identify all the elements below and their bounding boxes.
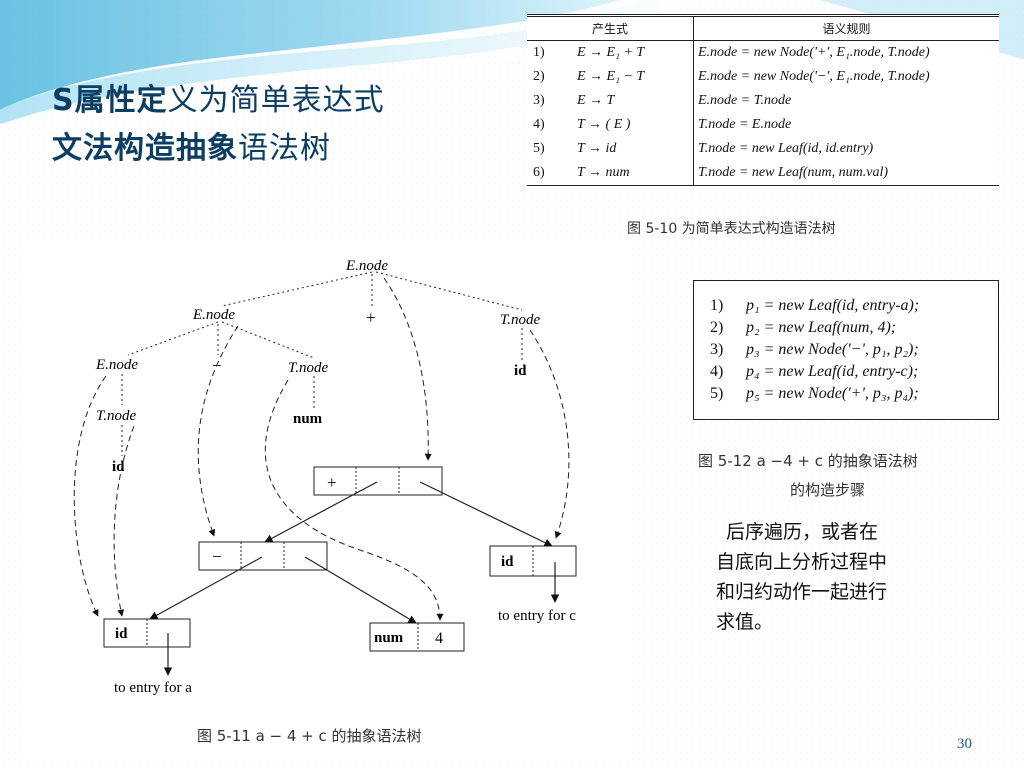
parse-node-e-ll: E.node [95,357,138,373]
rule-semantic: E.node = T.node [698,93,792,108]
rule-production: E → E₁ − T [573,65,694,89]
note-line: 后序遍历，或者在 [726,521,879,543]
table-row: 2) E → E₁ − T E.node = new Node('−', E₁.no… [527,65,999,89]
slide-title-line2: 文法构造抽象语法树 [52,130,331,168]
rule-number: 6) [533,165,545,180]
rule-semantic: E.node = new Node('+', E₁.node, T.node) [698,45,930,60]
semantic-rules-table: 产生式 语义规则 1) E → E₁ + T E.node = new Node('… [527,14,999,186]
figure-caption-5-12: 图 5-12 a −4 + c 的抽象语法树 [698,452,918,470]
figure-caption-5-12-cont: 的构造步骤 [790,481,866,499]
figure-caption-5-10: 图 5-10 为简单表达式构造语法树 [627,221,836,237]
step-code: p₅ = new Node('+', p₃, p₄); [746,385,919,402]
entry-a-label: to entry for a [114,680,192,696]
step-number: 5) [710,385,724,402]
construction-step: 5) p₅ = new Node('+', p₃, p₄); [710,383,998,405]
rule-production: E → T [573,89,694,113]
ast-id-c-label: id [501,554,514,570]
rule-production: T → id [573,137,694,161]
rule-semantic: T.node = new Leaf(id, id.entry) [698,141,874,156]
parse-node-t-mid: T.node [288,360,328,376]
ast-edges [149,481,560,676]
construction-step: 2) p₂ = new Leaf(num, 4); [710,317,998,339]
title-rest-part: 义为简单表达式 [167,83,385,118]
construction-step: 4) p₄ = new Leaf(id, entry-c); [710,361,998,383]
table-header-row: 产生式 语义规则 [527,15,999,41]
parse-node-e-root: E.node [345,258,388,274]
note-line: 和归约动作一起进行 [716,581,888,603]
title-bold-part: S属性定 [52,83,168,118]
parse-node-e-left: E.node [192,307,235,323]
rule-production: T → ( E ) [573,113,694,137]
construction-step: 3) p₃ = new Node('−', p₁, p₂); [710,339,998,361]
parse-tree-edges [121,271,523,456]
step-code: p₁ = new Leaf(id, entry-a); [746,297,920,314]
header-production: 产生式 [527,15,694,41]
parse-node-t-ll: T.node [96,408,136,424]
note-line: 自底向上分析过程中 [716,551,888,573]
table-row: 6) T → num T.node = new Leaf(num, num.val) [527,161,999,186]
ast-minus-label: − [212,547,222,566]
table-row: 4) T → ( E ) T.node = E.node [527,113,999,137]
ast-num-label: num [374,630,404,646]
rule-number: 3) [533,93,545,108]
step-code: p₂ = new Leaf(num, 4); [746,319,897,336]
parse-num-leaf: num [293,411,323,427]
header-semantic-rule: 语义规则 [822,22,871,36]
node-mapping-arrows [73,277,570,621]
rule-number: 2) [533,69,545,84]
page-number: 30 [957,736,972,752]
ast-plus-label: + [327,473,337,492]
step-number: 1) [710,297,724,314]
rule-semantic: E.node = new Node('−', E₁.node, T.node) [698,69,930,84]
table-row: 1) E → E₁ + T E.node = new Node('+', E₁.no… [527,40,999,65]
ast-node-minus: − [198,541,328,571]
title-bold-part: 文法构造抽象 [52,131,238,166]
table-body: 1) E → E₁ + T E.node = new Node('+', E₁.no… [527,40,999,186]
ast-leaf-id-c: id [489,545,577,577]
ast-leaf-id-a: id [103,618,191,648]
rule-production: T → num [573,161,694,186]
note-line: 求值。 [716,611,774,633]
step-code: p₃ = new Node('−', p₁, p₂); [746,341,919,358]
ast-id-a-label: id [115,626,128,642]
rule-semantic: T.node = E.node [698,117,792,132]
rule-number: 4) [533,117,545,132]
rule-number: 1) [533,45,545,60]
ast-leaf-num: num 4 [369,622,465,652]
slide-title-line1: S属性定义为简单表达式 [52,82,385,120]
table-row: 5) T → id T.node = new Leaf(id, id.entry) [527,137,999,161]
rule-number: 5) [533,141,545,156]
construction-steps-box: 1) p₁ = new Leaf(id, entry-a); 2) p₂ = new … [693,280,999,420]
construction-step: 1) p₁ = new Leaf(id, entry-a); [710,295,998,317]
title-rest-part: 语法树 [238,131,331,166]
rule-semantic: T.node = new Leaf(num, num.val) [698,165,888,180]
parse-node-t-right: T.node [500,312,540,328]
step-number: 3) [710,341,724,358]
table-row: 3) E → T E.node = T.node [527,89,999,113]
entry-c-label: to entry for c [498,608,576,624]
parse-id-right: id [514,363,527,379]
ast-node-plus: + [313,466,443,496]
step-number: 4) [710,363,724,380]
step-number: 2) [710,319,724,336]
explanation-note: 后序遍历，或者在自底向上分析过程中和归约动作一起进行求值。 [716,517,956,637]
figure-caption-5-11: 图 5-11 a − 4 + c 的抽象语法树 [197,727,422,745]
ast-num-value: 4 [435,630,443,647]
step-code: p₄ = new Leaf(id, entry-c); [746,363,919,380]
rule-production: E → E₁ + T [573,40,694,65]
parse-id-left: id [112,459,125,475]
parse-plus-symbol: + [366,308,376,327]
